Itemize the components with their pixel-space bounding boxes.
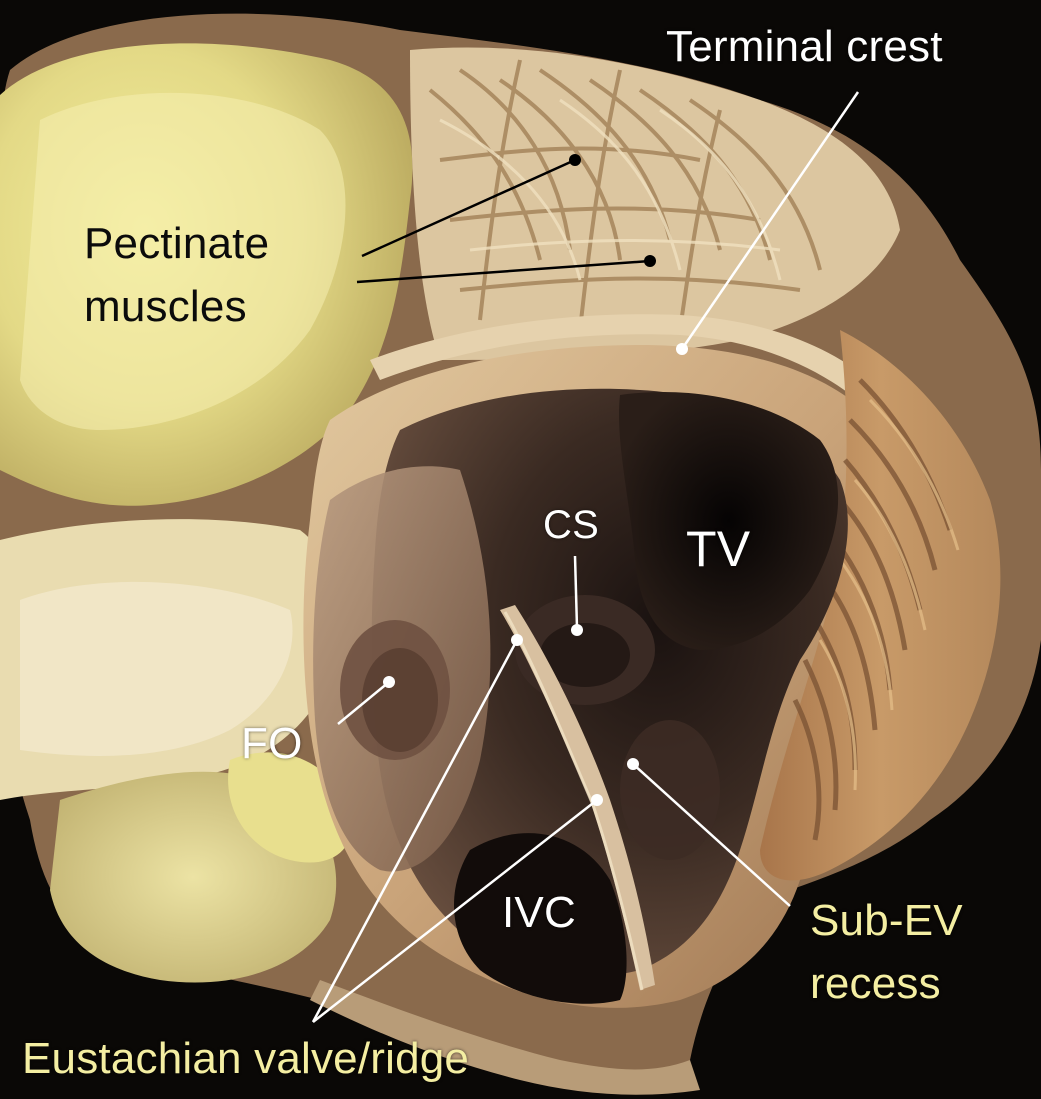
label-sub-ev-recess: Sub-EV recess (810, 896, 963, 1008)
label-terminal-crest: Terminal crest (666, 22, 943, 71)
label-cs: CS (543, 503, 599, 547)
pointer-lines (311, 91, 860, 1023)
label-fo: FO (241, 719, 303, 768)
label-pectinate-muscles: Pectinate muscles (84, 219, 270, 331)
label-tv: TV (686, 521, 751, 577)
label-eustachian-valve: Eustachian valve/ridge (22, 1034, 470, 1083)
label-ivc: IVC (502, 888, 576, 937)
